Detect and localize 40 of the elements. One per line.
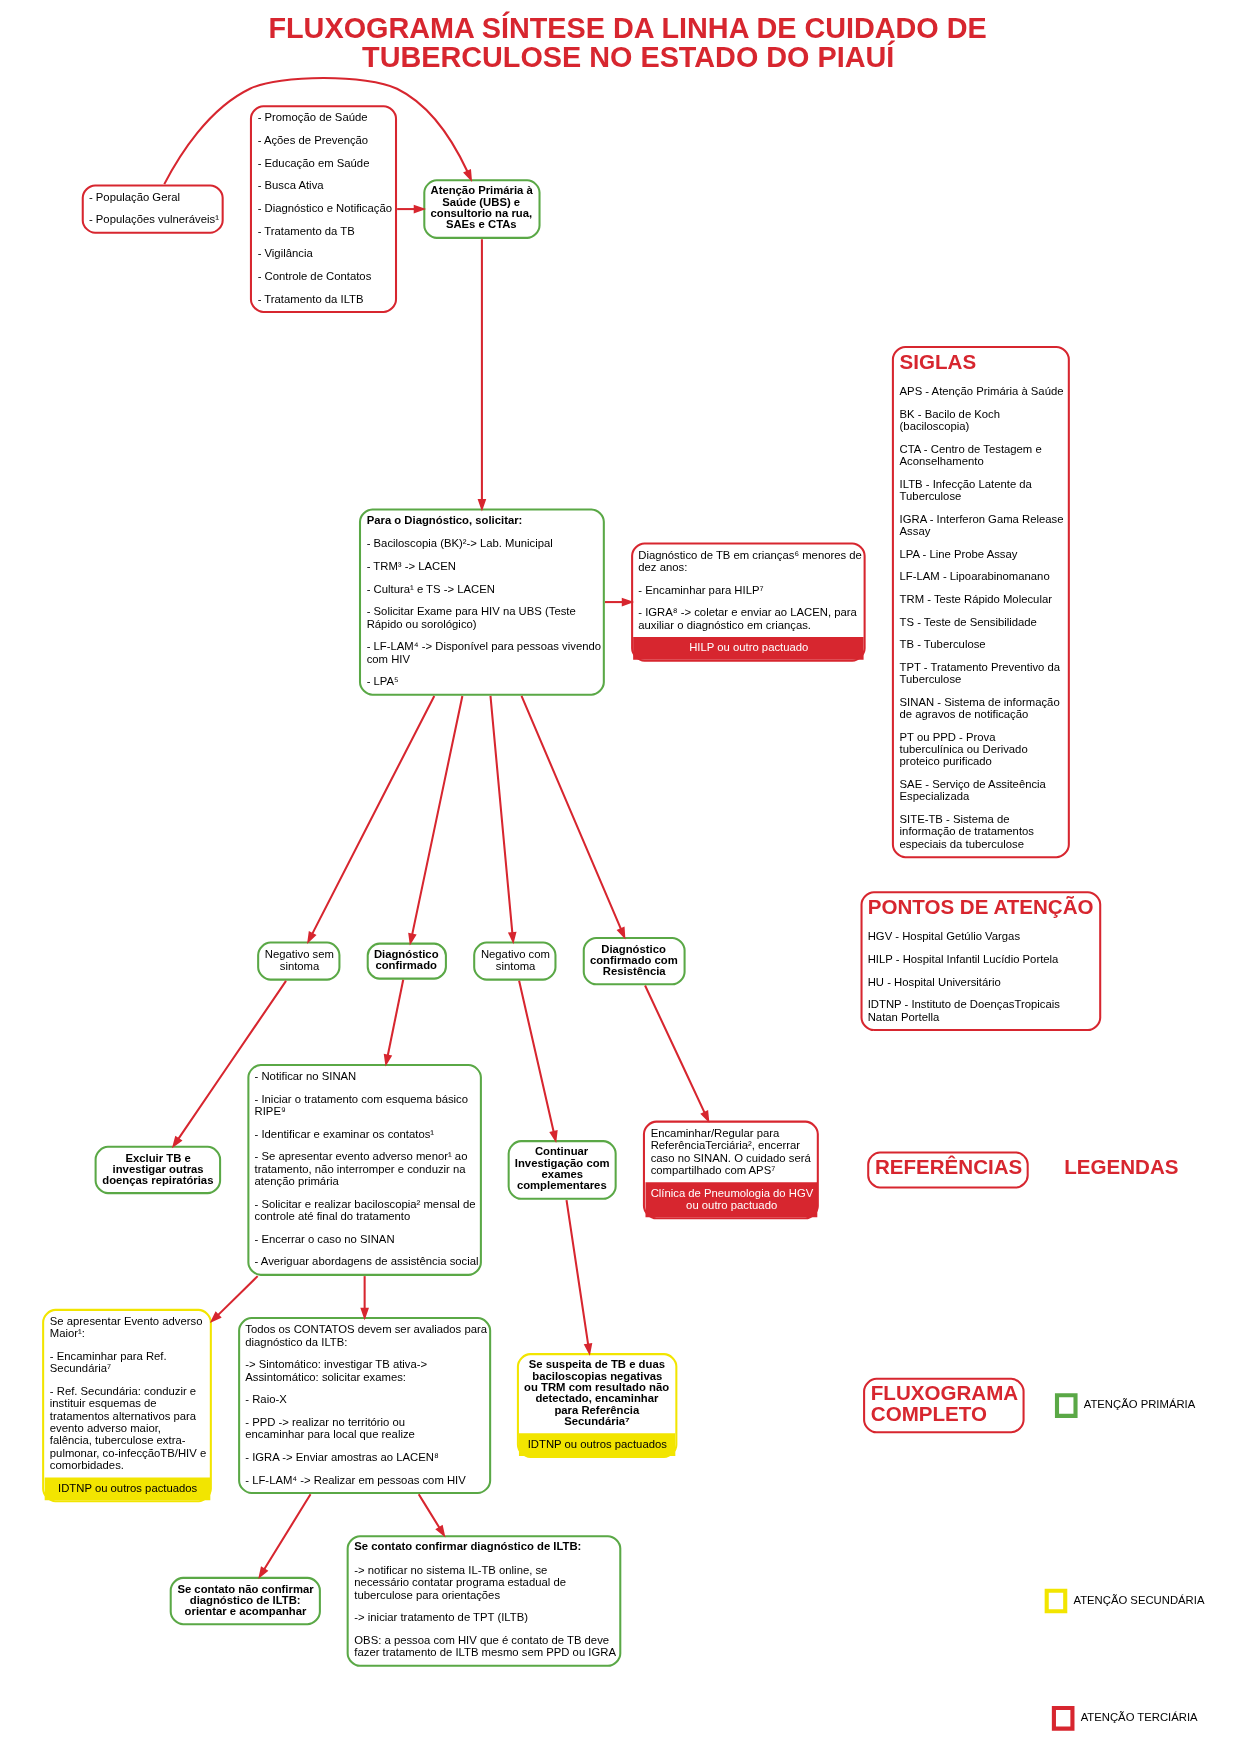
node-box: - Notificar no SINAN - Iniciar o tratamento com esquema básico RIPE⁹ - Identificar e examinar os contatos¹ - Se apresentar evento adverso menor¹ ao tratamento, não interromper e conduzir na atenção primária - Solicitar e realizar baciloscopia² mensal de controle até final do tratamento - Encerrar o caso no SINAN - Averiguar abordagens de assistência social [247, 1064, 482, 1276]
node-box: Excluir TB e investigar outras doenças repiratórias [94, 1145, 222, 1195]
node-box: Diagnóstico confirmado com Resistência [582, 936, 686, 986]
node-box: SIGLAS APS - Atenção Primária à Saúde BK - Bacilo de Koch (baciloscopia) CTA - Centro de Testagem e Aconselhamento ILTB - Infecção Latente da Tuberculose IGRA - Interferon Gama Release Assay LPA - Line Probe Assay LF-LAM - Lipoarabinomanano TRM - Teste Rápido Molecular TS - Teste de Sensibilidade TB - Tuberculose TPT - Tratamento Preventivo da Tuberculose SINAN - Sistema de informação de agravos de notificação PT ou PPD - Prova tuberculínica ou Derivado proteico purificado SAE - Serviço de Assiteência Especializada SITE-TB - Sistema de informação de tratamentos especiais da tuberculose [891, 345, 1070, 859]
arrow [360, 1276, 369, 1321]
arrow [477, 239, 487, 512]
node-box: - Promoção de Saúde - Ações de Prevenção - Educação em Saúde - Busca Ativa - Diagnóstico e Notificação - Tratamento da TB - Vigilância - Controle de Contatos - Tratamento da ILTB [249, 105, 398, 313]
legend-label: ATENÇÃO SECUNDÁRIA [1073, 1593, 1205, 1606]
arrow [163, 77, 473, 185]
legend-label: ATENÇÃO PRIMÁRIA [1083, 1398, 1196, 1411]
arrow [518, 980, 558, 1143]
node-box: Para o Diagnóstico, solicitar: - Baciloscopia (BK)²-> Lab. Municipal - TRM³ -> LACEN - Cultura¹ e TS -> LACEN - Solicitar Exame para HIV na UBS (Teste Rápido ou sorológico) - LF-LAM⁴ -> Disponível para pessoas vivendo com HIV - LPA⁵ [359, 508, 605, 696]
arrow [565, 1199, 593, 1356]
node-box: Negativo sem sintoma [257, 941, 341, 981]
label: LEGENDAS [1064, 1155, 1179, 1179]
node-box: Atenção Primária à Saúde (UBS) e consultorio na rua, SAEs e CTAs [423, 179, 541, 239]
arrow [417, 1493, 446, 1538]
node-box: - População Geral - Populações vulneráveis¹ [81, 184, 224, 234]
legend-label: ATENÇÃO TERCIÁRIA [1080, 1711, 1198, 1724]
arrow [644, 985, 710, 1124]
node-box: Negativo com sintoma [473, 941, 557, 981]
arrow [408, 695, 464, 946]
node-box: Se contato não confirmar diagnóstico de ILTB: orientar e acompanhar [169, 1576, 321, 1626]
arrow [397, 204, 427, 214]
arrow [605, 597, 635, 607]
arrow [171, 980, 287, 1149]
arrow [258, 1493, 312, 1580]
node-box: FLUXOGRAMA COMPLETO [863, 1377, 1025, 1434]
node-box: Todos os CONTATOS devem ser avaliados para diagnóstico da ILTB: -> Sintomático: investigar TB ativa-> Assintomático: solicitar exames: - Raio-X - PPD -> realizar no território ou encaminhar para local que realize - IGRA -> Enviar amostras ao LACEN⁸ - LF-LAM⁴ -> Realizar em pessoas com HIV [238, 1317, 492, 1494]
arrow [307, 695, 436, 945]
node-box: Se contato confirmar diagnóstico de ILTB: -> notificar no sistema IL-TB online, se necessário contatar programa estadual de tuberculose para orientações -> iniciar tratamento de TPT (ILTB) OBS: a pessoa com HIV que é contato de TB deve fazer tratamento de ILTB mesmo sem PPD ou IGRA [346, 1535, 622, 1667]
node-box: Diagnóstico confirmado [366, 942, 447, 980]
arrow [209, 1275, 259, 1324]
arrow [383, 979, 405, 1067]
node-box: PONTOS DE ATENÇÃO HGV - Hospital Getúlio Vargas HILP - Hospital Infantil Lucídio Portela HU - Hospital Universitário IDTNP - Instituto de DoençasTropicais Natan Portella [860, 891, 1102, 1032]
arrow [520, 695, 626, 940]
node-box: REFERÊNCIAS [867, 1151, 1029, 1189]
arrow [489, 695, 517, 945]
diagram-title: FLUXOGRAMA SÍNTESE DA LINHA DE CUIDADO DE TUBERCULOSE NO ESTADO DO PIAUÍ [268, 12, 987, 74]
node-box: Continuar Investigação com exames complementares [507, 1140, 617, 1200]
